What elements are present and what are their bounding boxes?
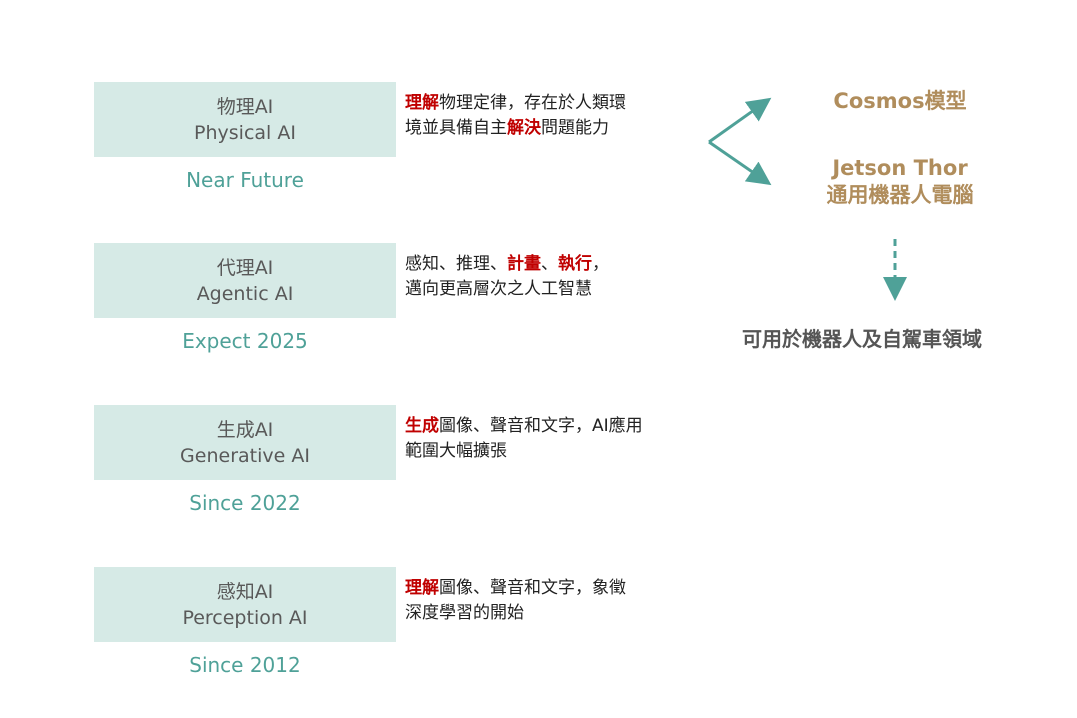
description-text: 邁向更高層次之人工智慧 <box>405 279 592 299</box>
description-text: 境並具備自主 <box>405 118 507 138</box>
description-text: 圖像、聲音和文字，AI應用 <box>439 416 643 436</box>
jetson-line2: 通用機器人電腦 <box>826 183 974 207</box>
highlight-text: 理解 <box>405 578 439 598</box>
description-line: 理解物理定律，存在於人類環 <box>405 91 626 116</box>
stage-box: 感知AI Perception AI <box>94 567 396 642</box>
jetson-line1: Jetson Thor <box>832 156 968 180</box>
description-line: 深度學習的開始 <box>405 601 626 626</box>
highlight-text: 計畫 <box>507 254 541 274</box>
description-line: 境並具備自主解決問題能力 <box>405 116 626 141</box>
description-text: 問題能力 <box>541 118 609 138</box>
jetson-thor-label: Jetson Thor 通用機器人電腦 <box>790 155 1010 209</box>
stage-era: Since 2012 <box>189 653 301 677</box>
stage-en: Physical AI <box>194 121 296 144</box>
description-text: 圖像、聲音和文字，象徵 <box>439 578 626 598</box>
stage-en: Agentic AI <box>196 282 294 305</box>
stage-box: 生成AI Generative AI <box>94 405 396 480</box>
description-text: 物理定律，存在於人類環 <box>439 93 626 113</box>
arrow-to-jetson <box>708 140 772 186</box>
stage-description: 感知、推理、計畫、執行，邁向更高層次之人工智慧 <box>405 252 609 302</box>
highlight-text: 執行 <box>558 254 592 274</box>
stage-description: 理解物理定律，存在於人類環境並具備自主解決問題能力 <box>405 91 626 141</box>
highlight-text: 生成 <box>405 416 439 436</box>
stage-era: Since 2022 <box>189 491 301 515</box>
description-text: ， <box>592 254 609 274</box>
stage-era: Expect 2025 <box>182 329 308 353</box>
stage-description: 生成圖像、聲音和文字，AI應用範圍大幅擴張 <box>405 414 643 464</box>
stage-en: Perception AI <box>182 606 308 629</box>
description-line: 邁向更高層次之人工智慧 <box>405 277 609 302</box>
stage-description: 理解圖像、聲音和文字，象徵深度學習的開始 <box>405 576 626 626</box>
application-label: 可用於機器人及自駕車領域 <box>742 327 982 351</box>
stage-zh: 代理AI <box>216 256 274 279</box>
cosmos-model-label: Cosmos模型 <box>833 89 967 113</box>
arrow-to-cosmos <box>708 97 772 144</box>
stage-zh: 物理AI <box>216 95 274 118</box>
highlight-text: 理解 <box>405 93 439 113</box>
description-line: 理解圖像、聲音和文字，象徵 <box>405 576 626 601</box>
stage-zh: 生成AI <box>216 418 274 441</box>
stage-era: Near Future <box>186 168 304 192</box>
description-line: 感知、推理、計畫、執行， <box>405 252 609 277</box>
description-text: 、 <box>541 254 558 274</box>
description-line: 生成圖像、聲音和文字，AI應用 <box>405 414 643 439</box>
stage-box: 代理AI Agentic AI <box>94 243 396 318</box>
highlight-text: 解決 <box>507 118 541 138</box>
description-line: 範圍大幅擴張 <box>405 439 643 464</box>
description-text: 範圍大幅擴張 <box>405 441 507 461</box>
stage-zh: 感知AI <box>216 580 274 603</box>
stage-box: 物理AI Physical AI <box>94 82 396 157</box>
stage-en: Generative AI <box>180 444 310 467</box>
description-text: 深度學習的開始 <box>405 603 524 623</box>
description-text: 感知、推理、 <box>405 254 507 274</box>
